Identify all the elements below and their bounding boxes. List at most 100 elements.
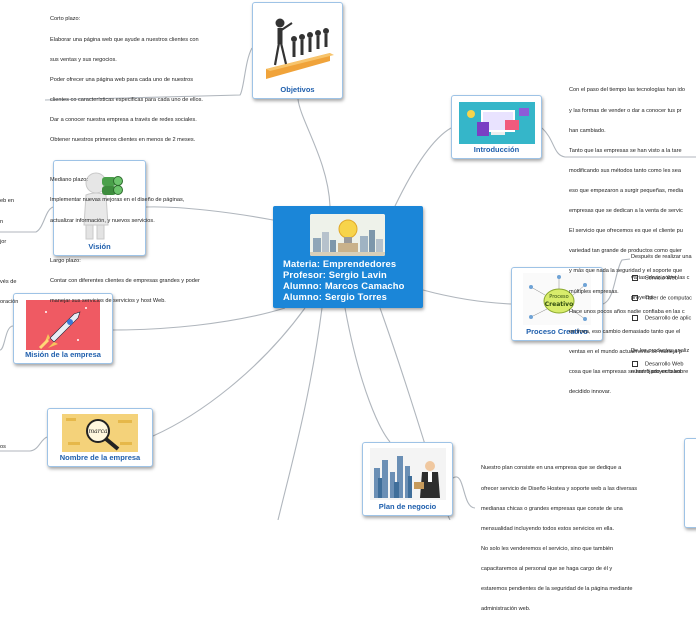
note-line: Después de realizar una (631, 254, 692, 261)
note-line: Nuestro plan consiste en una empresa que… (481, 465, 622, 472)
note-line: Tanto que las empresas se han visto a la… (569, 147, 682, 154)
link-vision (145, 206, 274, 221)
note-line: mensualidad incluyendo todos estos servi… (481, 525, 615, 532)
link-note-proceso (602, 258, 631, 305)
proceso-item-label: Servicio Web (645, 275, 678, 282)
topic-partial-offscreen[interactable] (684, 438, 696, 528)
checkbox-icon (632, 295, 638, 301)
topic-label: Objetivos (280, 85, 315, 94)
topic-introduccion[interactable]: Introducción (451, 95, 542, 159)
topic-label: Visión (88, 242, 111, 251)
topic-objetivos[interactable]: Objetivos (252, 2, 343, 99)
note-introduccion: Con el paso del tiempo las tecnologías h… (569, 74, 685, 409)
topic-plan[interactable]: Plan de negocio (362, 442, 453, 516)
note-line: clientes co características especificas … (50, 96, 203, 103)
topic-mision[interactable]: Misión de la empresa (13, 293, 113, 364)
note-plan: Nuestro plan consiste en una empresa que… (481, 452, 637, 626)
topic-vision[interactable]: Visión (53, 160, 146, 256)
checkbox-icon (632, 315, 638, 321)
note-line: ventas en el mundo actualmente se maneja… (569, 348, 682, 355)
checkbox-icon (632, 275, 638, 281)
figure-binoculars-illustration (82, 172, 123, 240)
note-line: decidido innovar. (569, 389, 611, 396)
link-note-vision (0, 206, 54, 233)
note-proceso-intro: Después de realizar una varias ideas sob… (631, 241, 692, 315)
note-line: oración (0, 298, 19, 305)
rocket-illustration (26, 300, 100, 350)
note-line: vés de (0, 278, 17, 285)
proceso-item: Desarrollo de aplic (632, 315, 691, 321)
note-line: De los productos analiz (631, 348, 690, 355)
computer-shopping-illustration (458, 102, 535, 144)
note-line: nuestro proyecto sobre (631, 368, 689, 375)
mind-map-canvas: Materia: Emprendedores Profesor: Sergio … (0, 2, 696, 612)
leader-figures-steps-illustration (265, 18, 334, 79)
note-line: múltiples empresas. (569, 288, 619, 295)
note-line: eb en (0, 198, 14, 205)
link-introduccion (394, 127, 452, 207)
note-line (50, 238, 203, 245)
checkbox-icon (632, 361, 638, 367)
note-line: administración web. (481, 606, 531, 613)
topic-nombre[interactable]: marca Nombre de la empresa (47, 408, 153, 467)
note-line: Contar con diferentes clientes de empres… (50, 277, 200, 284)
link-note-objetivos (44, 47, 253, 101)
magnifier-word: marca (88, 428, 107, 435)
note-line: capacitaremos al personal que se haga ca… (481, 565, 613, 572)
note-line: actualizar información, y nuevos servici… (50, 217, 155, 224)
central-line-profesor: Profesor: Sergio Lavin (283, 269, 387, 280)
note-line: estaremos pendientes de la seguridad de … (481, 586, 633, 593)
note-line: El servicio que ofrecemos es que el clie… (569, 228, 683, 235)
magnifier-illustration: marca (62, 414, 138, 452)
note-line: Obtener nuestros primeros clientes en me… (50, 137, 196, 144)
note-objetivos: Corto plazo: Elaborar una página web que… (50, 3, 203, 318)
note-line: Elaborar una página web que ayude a nues… (50, 36, 199, 43)
connector-lines (0, 47, 696, 520)
note-line: Hace unos pocos años nadie confiaba en l… (569, 308, 685, 315)
central-line-materia: Materia: Emprendedores (283, 258, 397, 269)
note-line: sus ventas y sus negocios. (50, 56, 117, 63)
businessman-skyline-illustration (369, 448, 446, 500)
proceso-item-label: Taller de computac (645, 295, 692, 302)
link-note-mision (0, 325, 14, 351)
note-line: ofrecer servicio de Diseño Hostea y sopo… (481, 485, 638, 492)
proceso-sketch-word-1: Proceso (549, 294, 568, 300)
note-line: eso que empezaron a surgir pequeñas, med… (569, 187, 684, 194)
note-line: y más que nada la seguridad y el soporte… (569, 268, 683, 275)
note-line: cosa que las empresas se han fijado en t… (569, 368, 681, 375)
note-line: Largo plazo: (50, 257, 81, 264)
proceso-sketch-word-2: Creativo (545, 301, 573, 308)
link-note-plan (452, 476, 476, 509)
link-bottom-branch (277, 307, 323, 520)
note-line: Dar a conocer nuestra empresa a través d… (50, 116, 197, 123)
central-image (310, 214, 385, 256)
note-line: Mediano plazo: (50, 177, 88, 184)
note-nombre: os (0, 431, 6, 465)
proceso-item: Servicio Web (632, 275, 678, 281)
topic-label: Introducción (473, 145, 520, 154)
central-line-alumno-2: Alumno: Sergio Torres (283, 291, 388, 302)
topic-label: Misión de la empresa (25, 350, 101, 359)
link-plan (344, 307, 391, 443)
topic-proceso-creativo[interactable]: Proceso Creativo Proceso Creativo (511, 267, 603, 341)
link-note-nombre (0, 436, 48, 452)
note-line: n (0, 218, 4, 225)
link-objetivos (297, 98, 331, 207)
note-vision: eb en n jor vés de oración (0, 185, 18, 319)
note-line: empresas que se dedican a la venta de se… (569, 208, 683, 215)
proceso-item: Taller de computac (632, 295, 692, 301)
note-line: Poder ofrecer una página web para cada u… (50, 76, 194, 83)
central-topic[interactable]: Materia: Emprendedores Profesor: Sergio … (273, 206, 423, 308)
topic-label: Plan de negocio (378, 502, 437, 511)
note-line (0, 259, 18, 266)
note-line: han cambiado. (569, 127, 606, 134)
proceso-creativo-sketch: Proceso Creativo (523, 273, 591, 325)
link-note-introduccion (541, 127, 696, 158)
note-line: Implementar nuevas mejoras en el diseño … (50, 197, 185, 204)
note-line: Corto plazo: (50, 16, 81, 23)
note-line: manejar sus servicios de servicios y hos… (50, 297, 166, 304)
note-proceso-mid: De los productos analiz nuestro proyecto… (631, 335, 689, 389)
note-line: varias ideas sobre las c (631, 274, 690, 281)
link-proceso (422, 289, 512, 305)
note-line: y las formas de vender o dar a conocer t… (569, 107, 682, 114)
